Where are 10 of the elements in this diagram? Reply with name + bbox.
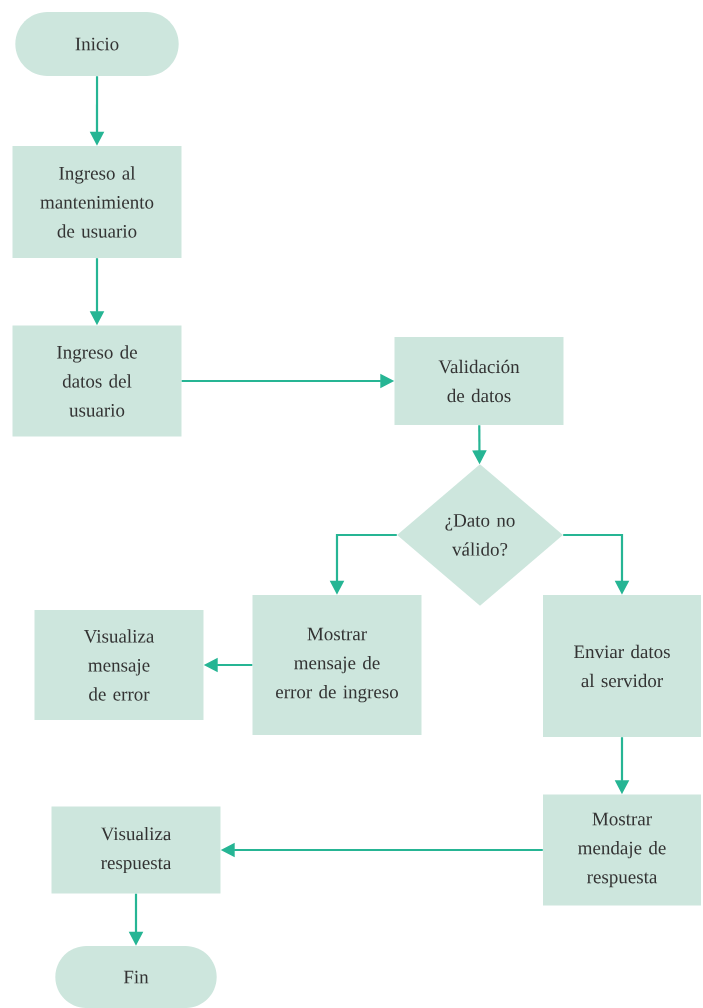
process-box: Mostrar mensaje de error de ingreso: [252, 595, 422, 735]
process-box: Visualiza mensaje de error: [34, 610, 204, 720]
process-box: Ingreso al mantenimiento de usuario: [12, 146, 182, 258]
process-box: Visualiza respuesta: [51, 806, 221, 894]
terminal-box: Fin: [55, 946, 217, 1008]
process-box: Enviar datos al servidor: [543, 595, 701, 737]
process-box: Validación de datos: [394, 337, 564, 425]
process-box: Ingreso de datos del usuario: [12, 325, 182, 437]
terminal-box: Inicio: [15, 12, 179, 76]
process-box: Mostrar mendaje de respuesta: [543, 794, 701, 906]
